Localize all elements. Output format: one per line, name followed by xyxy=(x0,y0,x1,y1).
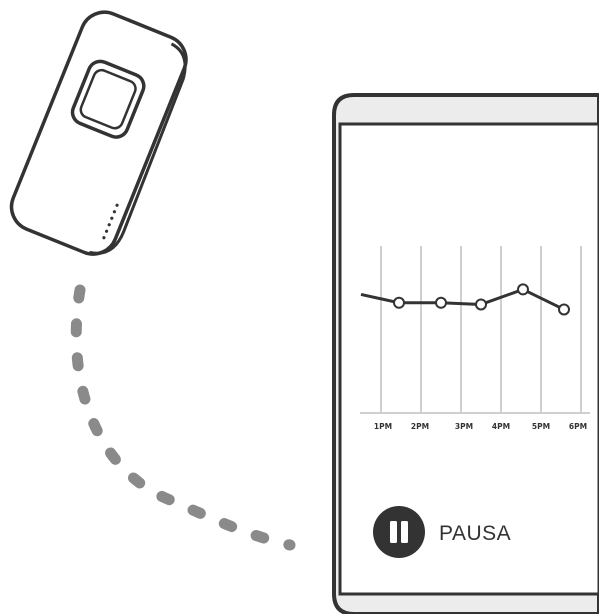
chart-x-tick-label: 6PM xyxy=(569,422,587,431)
chart-point xyxy=(518,284,528,294)
chart-x-tick-label: 5PM xyxy=(532,422,550,431)
chart-x-tick-label: 2PM xyxy=(411,422,429,431)
chart-x-tick-label: 4PM xyxy=(492,422,510,431)
pause-label[interactable]: PAUSA xyxy=(439,522,511,545)
connection-dashed-curve xyxy=(76,290,290,545)
chart-point xyxy=(476,299,486,309)
chart-point xyxy=(436,298,446,308)
chart-x-tick-label: 1PM xyxy=(374,422,392,431)
pause-icon[interactable] xyxy=(373,506,425,558)
pause-button[interactable] xyxy=(373,506,425,558)
chart-point xyxy=(559,304,569,314)
sensor-device xyxy=(4,5,198,263)
chart-point xyxy=(394,298,404,308)
chart-x-tick-label: 3PM xyxy=(455,422,473,431)
